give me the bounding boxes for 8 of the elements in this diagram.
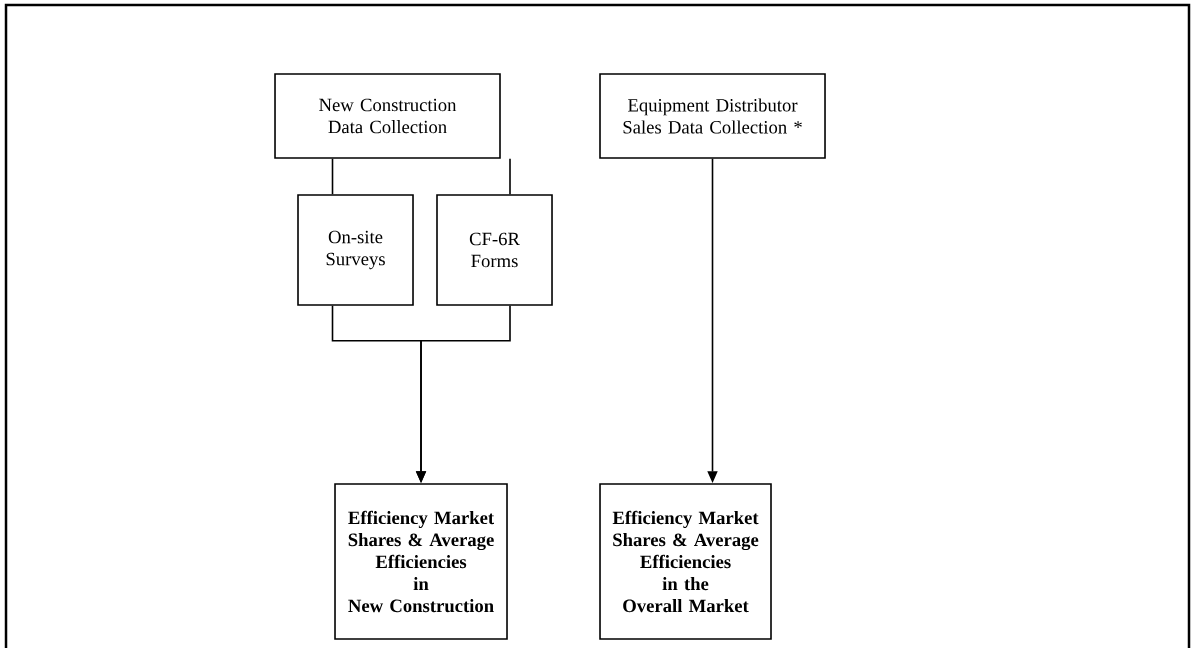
process-box: Equipment Distributor Sales Data Collection * (599, 73, 826, 159)
process-box: Efficiency Market Shares & Average Efficiencies in New Construction (334, 483, 508, 640)
connector-line (509, 158, 511, 195)
process-box: CF-6R Forms (436, 194, 553, 306)
process-box: On-site Surveys (297, 194, 414, 306)
process-box: Efficiency Market Shares & Average Efficiencies in the Overall Market (599, 483, 772, 640)
process-box: New Construction Data Collection (274, 73, 501, 159)
connector-line (331, 158, 334, 195)
